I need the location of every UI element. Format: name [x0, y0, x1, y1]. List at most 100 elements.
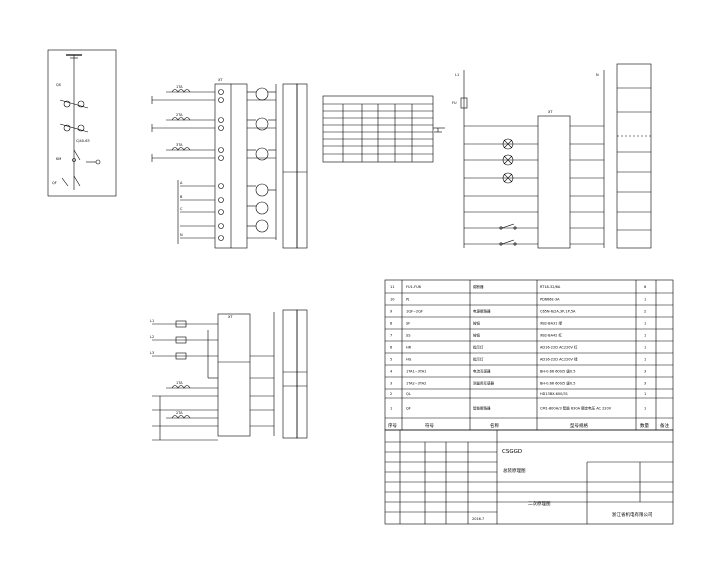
bom-cell-code: 1TA1~3TA1 [406, 370, 426, 374]
bom-cell-name: 测量用互感器 [473, 381, 494, 386]
ct-label-1: 1TA [176, 85, 183, 89]
control-label-column [616, 63, 652, 249]
bom-cell-no: 7 [390, 334, 392, 338]
bom-cell-qty: 1 [644, 407, 646, 411]
bom-cell-qty: 3 [644, 382, 646, 386]
bom-cell-qty: 2 [644, 310, 646, 314]
bom-cell-spec: BH-0.66 600/5 级0.5 [540, 381, 575, 386]
bom-cell-code: 1TA2~3TA2 [406, 382, 426, 386]
power-meter-block [217, 313, 251, 437]
bom-cell-code: HR [406, 346, 412, 350]
bom-cell-name: 电源断路器 [473, 309, 491, 314]
line-label-n: N [180, 233, 183, 237]
bom-cell-spec: HD13BX-600/31 [540, 392, 568, 396]
power-input-l3: L3 [150, 351, 154, 355]
bom-cell-no: 2 [390, 392, 392, 396]
measurement-circuit-panel: XT 1TA 2TA 3TA A B C N [151, 78, 308, 249]
terminal-header: XT [218, 78, 223, 82]
line-label-b: B [180, 195, 183, 199]
bom-cell-no: 1 [390, 407, 392, 411]
bom-cell-name: 按钮 [473, 333, 481, 338]
voltmeter [255, 183, 269, 197]
power-ct-1: 1TA [176, 381, 183, 385]
title-block-code: CSGGD [502, 449, 522, 455]
ct-coil [171, 89, 191, 93]
panel1-label-km: KM [56, 157, 61, 161]
control-label-l1: L1 [455, 73, 459, 77]
bom-cell-code: PJ [406, 298, 409, 302]
bom-cell-no: 3 [390, 382, 392, 386]
bom-cell-code: 1QF~2QF [406, 310, 423, 314]
bom-cell-spec: PD666E-3A [540, 298, 560, 302]
bom-cell-qty: 3 [644, 370, 646, 374]
line-label-a: A [180, 181, 183, 185]
controller-terminal-strip [537, 115, 571, 249]
bom-cell-name: 电流互感器 [473, 369, 491, 374]
company-name: 浙江省机电有限公司 [612, 511, 653, 518]
panel1-label-qf: QF [52, 181, 57, 185]
bom-cell-name: 熔断器 [473, 284, 484, 289]
bom-header-spec: 型号规格 [570, 422, 588, 429]
bom-cell-spec: XB2-BA31 绿 [540, 321, 563, 326]
control-fuse-label: FU [452, 101, 457, 105]
bom-cell-qty: 1 [644, 322, 646, 326]
ct-label-3: 3TA [176, 143, 183, 147]
bom-cell-spec: BH-0.66 600/5 级0.5 [540, 369, 575, 374]
sheet-title: 二次原理图 [528, 500, 551, 507]
bom-cell-no: 9 [390, 310, 392, 314]
drawing-date: 2016.7 [472, 517, 484, 521]
bom-cell-spec: RT18-32/6A [540, 285, 561, 289]
power-ct-2: 2TA [176, 411, 183, 415]
control-circuit-panel: L1 N FU XT [452, 63, 652, 249]
power-meter-panel: XT L1 L2 L3 1TA 2TA [150, 309, 308, 441]
power-input-l2: L2 [150, 335, 154, 339]
bom-cell-qty: 1 [644, 358, 646, 362]
panel1-label-qs: QS [56, 83, 62, 87]
bom-cell-code: QL [406, 392, 411, 396]
terminal-points [218, 89, 224, 241]
bom-header-code: 符号 [425, 422, 434, 429]
bom-cell-no: 4 [390, 370, 393, 374]
bom-cell-qty: 1 [644, 392, 646, 396]
bom-header-note: 备注 [660, 422, 669, 429]
bom-cell-spec: XB2-BA42 红 [540, 333, 563, 338]
power-label-column [282, 309, 298, 439]
fuse-symbol [460, 97, 468, 109]
bom-cell-no: 5 [390, 358, 392, 362]
bom-cell-qty: 1 [644, 298, 646, 302]
title-block: CSGGD 总装原理图 二次原理图 浙江省机电有限公司 2016.7 [384, 429, 674, 525]
bom-cell-qty: 6 [644, 285, 646, 289]
bom-cell-spec: AD16-22D AC220V 红 [540, 345, 578, 350]
switch-position-table [322, 95, 445, 163]
ct-label-2: 2TA [176, 113, 183, 117]
bom-cell-no: 6 [390, 346, 392, 350]
bom-cell-qty: 1 [644, 346, 646, 350]
fuse-symbol [175, 320, 187, 328]
bom-cell-name: 指示灯 [473, 357, 484, 362]
indicator-lamp [502, 138, 514, 150]
bom-cell-no: 11 [390, 285, 394, 289]
power-terminal-header: XT [228, 315, 233, 319]
bom-cell-qty: 1 [644, 334, 646, 338]
bom-cell-code: FU1-FU6 [406, 285, 421, 289]
bom-header-no: 序号 [388, 422, 397, 429]
primary-circuit-panel: QS KM QF CJ40-63 [47, 49, 117, 197]
bom-cell-code: QF [406, 407, 411, 411]
panel1-note: CJ40-63 [76, 139, 90, 143]
ct-coil [171, 385, 191, 389]
bom-cell-name: 按钮 [473, 321, 481, 326]
control-label-n: N [596, 73, 599, 77]
title-block-sub: 总装原理图 [503, 467, 526, 474]
bom-cell-code: HG [406, 358, 412, 362]
bom-header-name: 名称 [490, 422, 499, 429]
bom-cell-name: 智能断路器 [473, 406, 491, 411]
bom-cell-spec: AD16-22D AC220V 绿 [540, 357, 578, 362]
bom-header-qty: 数量 [640, 422, 649, 429]
ammeter [255, 87, 269, 101]
bom-cell-name: 指示灯 [473, 345, 484, 350]
function-label-column [282, 83, 298, 249]
bom-cell-spec: CM1-800H/3 智能 630A 额定电压 AC 220V [540, 406, 612, 411]
